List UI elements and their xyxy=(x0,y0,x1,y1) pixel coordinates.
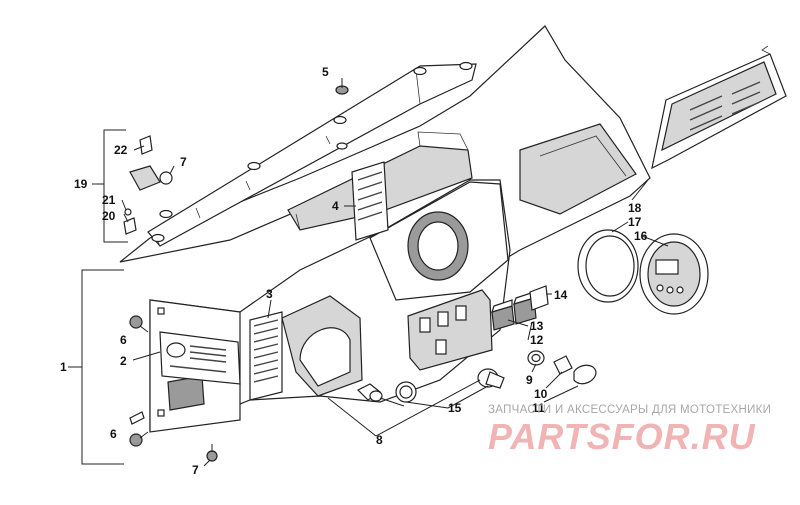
speedometer-gauge-16 xyxy=(639,233,709,315)
callout-19: 19 xyxy=(74,177,88,191)
callout-5: 5 xyxy=(322,65,329,79)
ignition-switch-10 xyxy=(553,355,573,375)
glovebox-door-18 xyxy=(651,45,787,170)
grommet-5 xyxy=(335,85,349,150)
callout-8: 8 xyxy=(376,433,383,447)
callout-21: 21 xyxy=(102,193,116,207)
callout-17: 17 xyxy=(628,215,642,229)
decal-2 xyxy=(159,331,241,385)
callout-4: 4 xyxy=(332,199,339,213)
callout-1: 1 xyxy=(60,360,67,374)
ignition-key-11 xyxy=(573,364,597,385)
right-storage-cavity xyxy=(519,123,637,215)
screw-6-upper xyxy=(129,315,143,329)
callout-7b: 7 xyxy=(192,463,199,477)
ignition-switch-15b xyxy=(356,383,383,402)
latch-assembly-19 xyxy=(123,135,161,235)
callout-6b: 6 xyxy=(110,427,117,441)
callout-6a: 6 xyxy=(120,333,127,347)
callout-11: 11 xyxy=(532,401,545,415)
bracket-1 xyxy=(81,269,124,465)
decal-4 xyxy=(351,161,389,241)
bezel-nut-15c xyxy=(395,381,417,403)
power-outlet-15a xyxy=(477,368,505,389)
switch-blank-14 xyxy=(529,285,549,311)
switch-13 xyxy=(491,299,515,331)
washer-7-upper xyxy=(159,171,173,185)
callout-13: 13 xyxy=(530,319,544,333)
watermark-logo: PARTSFOR.RU xyxy=(488,416,756,457)
callout-2: 2 xyxy=(120,354,127,368)
screw-7-lower xyxy=(206,444,218,462)
callout-16: 16 xyxy=(634,229,648,243)
callout-22: 22 xyxy=(114,143,128,157)
switch-panel xyxy=(407,289,493,371)
switch-12 xyxy=(513,291,537,325)
bracket-19 xyxy=(103,129,128,243)
watermark-caption: ЗАПЧАСТИ И АКСЕССУАРЫ ДЛЯ МОТОТЕХНИКИ xyxy=(488,404,772,416)
callout-3: 3 xyxy=(266,287,273,301)
gauge-bezel-ring-17 xyxy=(577,229,639,303)
callout-15: 15 xyxy=(448,401,462,415)
callout-9: 9 xyxy=(526,373,533,387)
decal-3 xyxy=(249,311,283,401)
callout-14: 14 xyxy=(554,288,568,302)
callout-10: 10 xyxy=(534,387,548,401)
callout-20: 20 xyxy=(102,209,116,223)
ignition-nut-9 xyxy=(527,350,545,366)
screw-6-lower xyxy=(129,411,145,447)
callout-7a: 7 xyxy=(180,155,187,169)
callout-12: 12 xyxy=(530,333,544,347)
callout-18: 18 xyxy=(628,201,642,215)
